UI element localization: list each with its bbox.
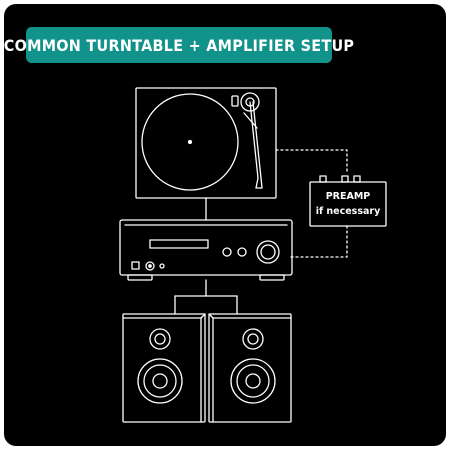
turntable-icon [135, 87, 277, 199]
diagram-panel: COMMON TURNTABLE + AMPLIFIER SETUP [4, 4, 446, 446]
amp-speaker-cable [174, 279, 238, 315]
title-text: COMMON TURNTABLE + AMPLIFIER SETUP [4, 35, 355, 55]
preamp-icon: PREAMP if necessary [309, 175, 387, 227]
amplifier-icon [119, 219, 293, 281]
title-badge: COMMON TURNTABLE + AMPLIFIER SETUP [4, 27, 354, 63]
turntable-preamp-cable [275, 149, 348, 173]
speaker-left-icon [122, 313, 206, 423]
speaker-right-icon [208, 313, 292, 423]
preamp-amp-cable [289, 225, 348, 258]
preamp-sublabel: if necessary [316, 206, 381, 217]
preamp-label: PREAMP [326, 191, 371, 202]
